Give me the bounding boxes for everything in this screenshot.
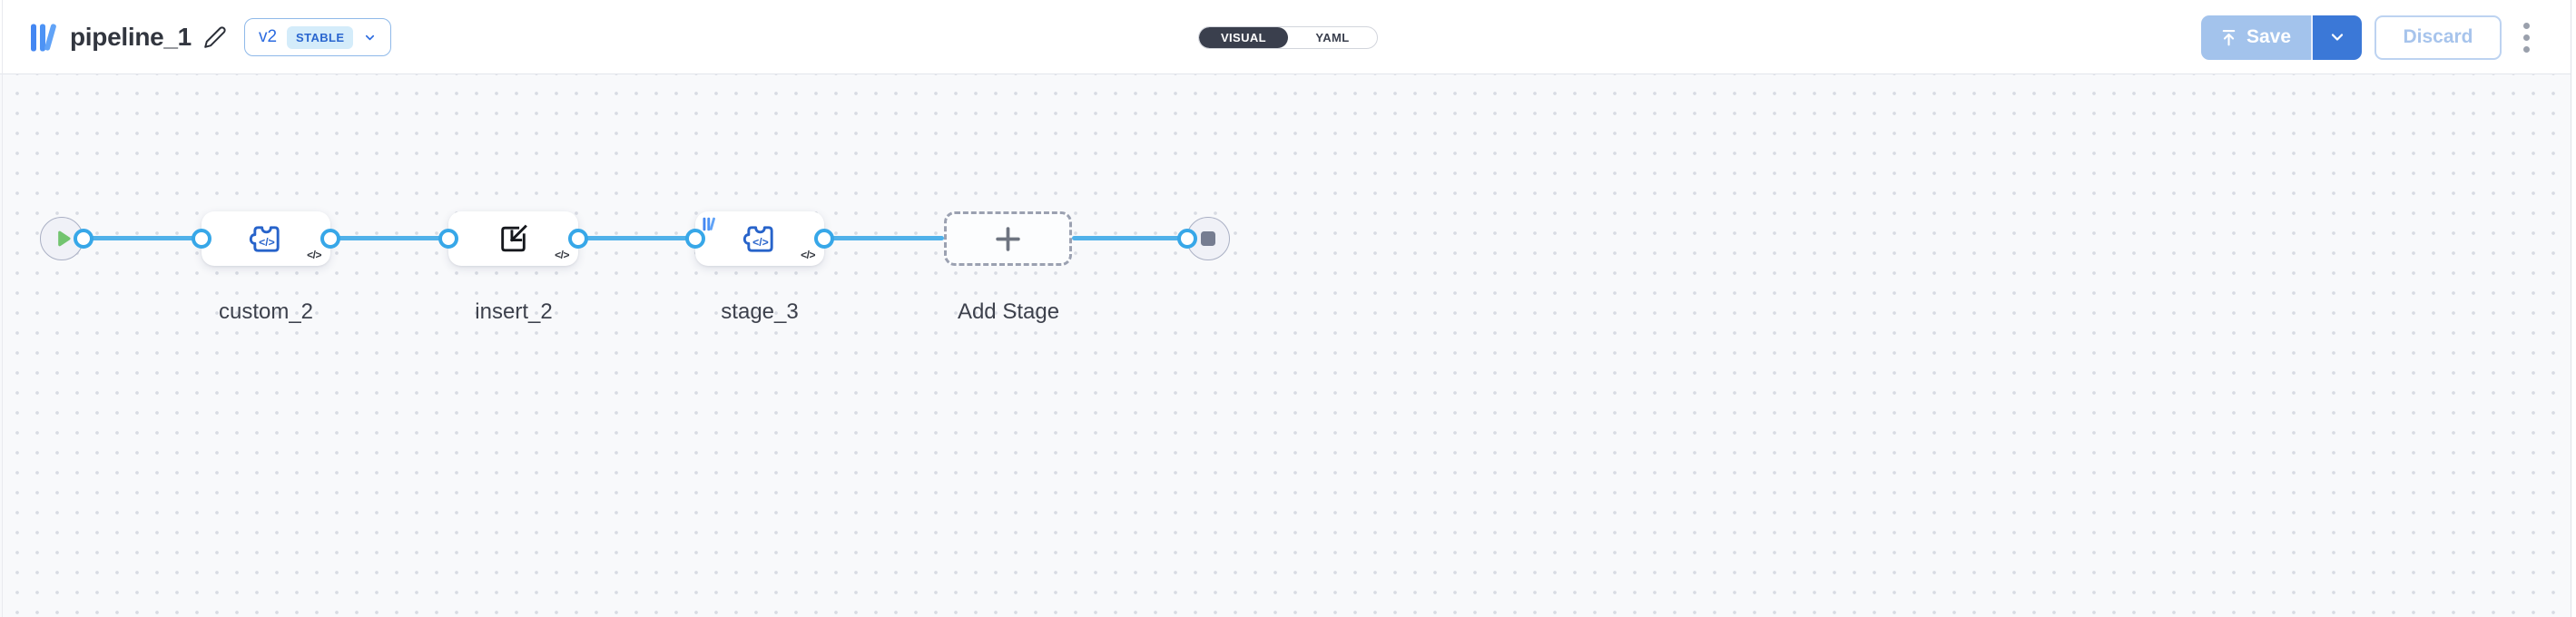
add-stage-button[interactable] — [944, 211, 1072, 266]
connection-port[interactable] — [1177, 229, 1197, 249]
version-selector[interactable]: v2 STABLE — [243, 18, 392, 56]
connection-port[interactable] — [814, 229, 834, 249]
connection-port[interactable] — [74, 229, 93, 249]
puzzle-code-icon: </> — [741, 221, 780, 257]
toolbar: pipeline_1 v2 STABLE VISUAL YAML — [0, 0, 2576, 74]
connector-wire — [1072, 236, 1187, 240]
connection-port[interactable] — [568, 229, 588, 249]
stage-node-stage_3[interactable]: </> </> — [695, 211, 824, 266]
chevron-down-icon — [2328, 28, 2346, 46]
page-title: pipeline_1 — [70, 23, 192, 51]
upload-icon — [2219, 28, 2238, 47]
discard-button[interactable]: Discard — [2374, 15, 2502, 60]
stop-icon — [1201, 231, 1215, 246]
code-badge: </> — [555, 249, 569, 261]
page-left-border — [2, 0, 3, 617]
stage-label: custom_2 — [218, 299, 314, 324]
code-badge: </> — [801, 249, 815, 261]
add-stage-label: Add Stage — [957, 299, 1060, 324]
code-badge: </> — [307, 249, 321, 261]
connector-wire — [824, 236, 944, 240]
library-icon — [703, 217, 716, 231]
stage-node-insert_2[interactable]: </> — [448, 211, 578, 266]
save-label: Save — [2246, 26, 2291, 47]
library-logo-icon — [30, 23, 58, 53]
connection-port[interactable] — [438, 229, 458, 249]
chevron-down-icon — [363, 31, 377, 44]
pipeline-canvas[interactable]: </> </> </> — [0, 74, 2576, 617]
puzzle-code-icon: </> — [247, 221, 286, 257]
stage-label: stage_3 — [721, 299, 799, 324]
stage-label: insert_2 — [475, 299, 553, 324]
tab-visual[interactable]: VISUAL — [1199, 27, 1288, 48]
edit-pencil-icon[interactable] — [203, 25, 227, 49]
connection-port[interactable] — [192, 229, 211, 249]
view-mode-toggle: VISUAL YAML — [1198, 26, 1378, 49]
connection-port[interactable] — [320, 229, 340, 249]
save-split-button: Save — [2200, 15, 2362, 60]
stage-node-custom_2[interactable]: </> </> — [202, 211, 330, 266]
connector-wire — [330, 236, 448, 240]
svg-text:</>: </> — [752, 235, 769, 248]
more-options-button[interactable] — [2514, 15, 2538, 60]
connection-port[interactable] — [685, 229, 705, 249]
tab-yaml[interactable]: YAML — [1288, 27, 1377, 48]
connector-wire — [578, 236, 695, 240]
play-icon — [54, 229, 73, 249]
toolbar-left: pipeline_1 v2 STABLE — [30, 0, 392, 74]
import-icon — [497, 222, 530, 256]
connector-wire — [84, 236, 202, 240]
version-label: v2 — [258, 27, 278, 46]
toolbar-right: Save Discard — [2200, 0, 2538, 74]
save-dropdown-button[interactable] — [2311, 15, 2362, 60]
plus-icon — [993, 224, 1023, 254]
page-right-gutter — [2571, 0, 2576, 617]
version-stable-badge: STABLE — [287, 25, 354, 49]
svg-text:</>: </> — [259, 235, 275, 248]
save-button[interactable]: Save — [2200, 15, 2311, 60]
more-options-icon — [2522, 22, 2530, 29]
